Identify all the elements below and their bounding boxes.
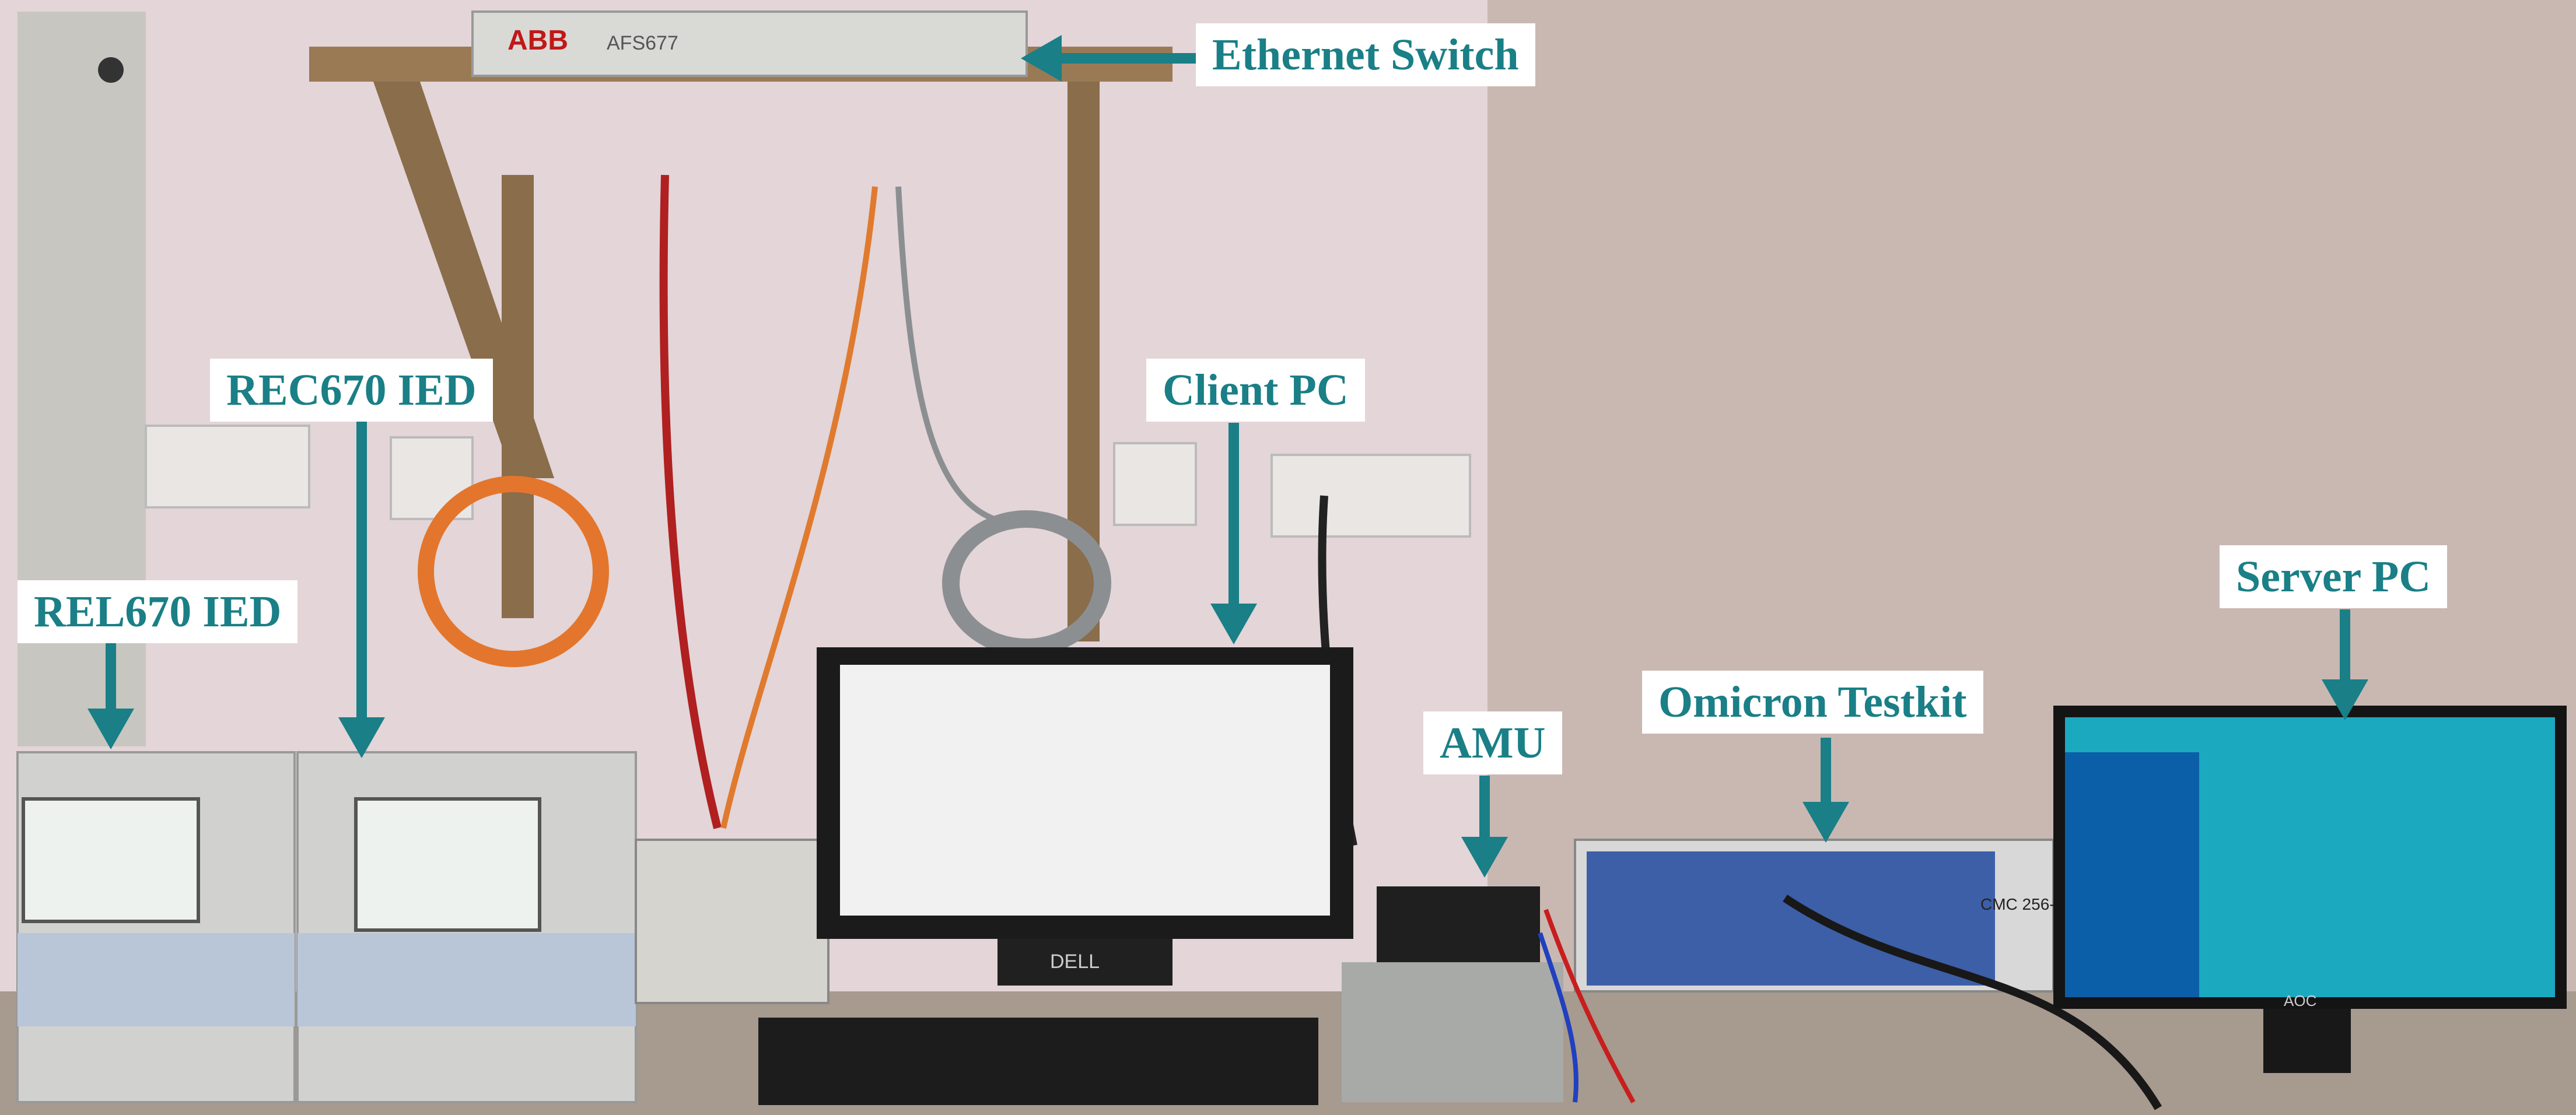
arrow-rec670 <box>338 420 385 758</box>
ethernet-switch-label: Ethernet Switch <box>1196 23 1535 86</box>
amu-label: AMU <box>1423 711 1562 774</box>
rec670-ied-label: REC670 IED <box>210 359 493 422</box>
client-monitor-stand <box>998 939 1172 986</box>
arrow-ethernet-switch <box>1021 35 1196 82</box>
rel670-ied-label: REL670 IED <box>18 580 298 643</box>
wall-socket-1 <box>145 425 310 509</box>
test-wire-blue <box>1538 932 1578 1103</box>
arrow-omicron <box>1803 738 1849 843</box>
test-wire-red <box>1544 909 1636 1103</box>
client-monitor-screen <box>840 665 1330 916</box>
server-monitor-stand <box>2263 1009 2351 1073</box>
keyboard <box>758 1018 1318 1105</box>
shelf-post-left <box>502 175 534 618</box>
omicron-testkit-label: Omicron Testkit <box>1642 671 1983 734</box>
test-wire-black <box>1783 895 2162 1110</box>
rel670-keypad <box>18 933 295 1026</box>
arrow-server-pc <box>2322 609 2368 720</box>
server-pc-label: Server PC <box>2220 545 2448 608</box>
power-supply-box <box>635 839 830 1004</box>
grey-cable <box>895 186 1027 528</box>
rel670-screen <box>22 797 200 923</box>
orange-cable-coil <box>418 476 609 667</box>
amu-base-box <box>1342 962 1563 1102</box>
server-monitor-brand-text: AOC <box>2284 992 2316 1009</box>
monitor-brand-text: DELL <box>1050 951 1100 973</box>
rec670-keypad <box>298 933 636 1026</box>
client-pc-label: Client PC <box>1146 359 1365 422</box>
rec670-screen <box>354 797 541 932</box>
ethernet-switch-device <box>471 10 1028 77</box>
arrow-amu <box>1461 776 1508 878</box>
orange-cable <box>720 186 878 829</box>
cabinet-hole <box>98 57 124 83</box>
testkit-model-text: CMC 256-6 <box>1980 895 2064 913</box>
arrow-rel670 <box>88 641 134 749</box>
wall-socket-3 <box>1113 442 1197 526</box>
server-monitor-sidebar <box>2065 752 2199 997</box>
switch-model-text: AFS677 <box>607 32 678 54</box>
switch-brand-text: ABB <box>508 25 568 56</box>
red-cable <box>659 174 722 829</box>
wall-socket-4 <box>1270 454 1471 538</box>
arrow-client-pc <box>1210 423 1257 644</box>
